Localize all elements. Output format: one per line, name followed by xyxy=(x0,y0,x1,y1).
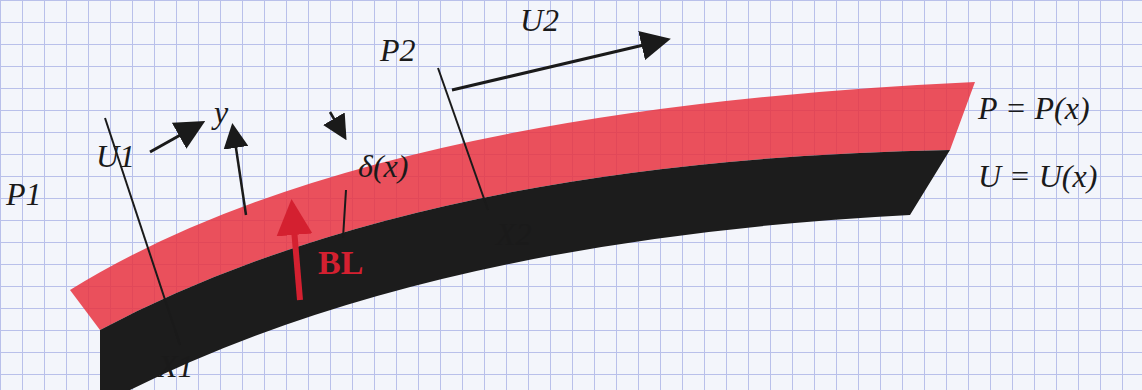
station-label: X2 xyxy=(496,218,532,250)
thickness-tick xyxy=(343,190,346,238)
function-label: U = U(x) xyxy=(978,160,1097,192)
pressure-label: P2 xyxy=(380,34,416,66)
station-line-2 xyxy=(438,68,488,210)
body-surface xyxy=(100,150,950,390)
y-axis xyxy=(233,128,246,215)
thickness-label: δ(x) xyxy=(358,150,408,182)
station-label: X1 xyxy=(158,350,194,382)
bl-arrow xyxy=(292,205,300,300)
boundary-layer-label: BL xyxy=(318,246,363,280)
axis-label: y xyxy=(214,96,228,128)
velocity-label: U2 xyxy=(520,4,559,36)
velocity-arrow-1 xyxy=(150,124,200,152)
pressure-label: P1 xyxy=(6,178,42,210)
velocity-label: U1 xyxy=(96,140,135,172)
thickness-arrow xyxy=(330,112,344,136)
velocity-arrow-2 xyxy=(452,40,665,90)
function-label: P = P(x) xyxy=(978,92,1090,124)
